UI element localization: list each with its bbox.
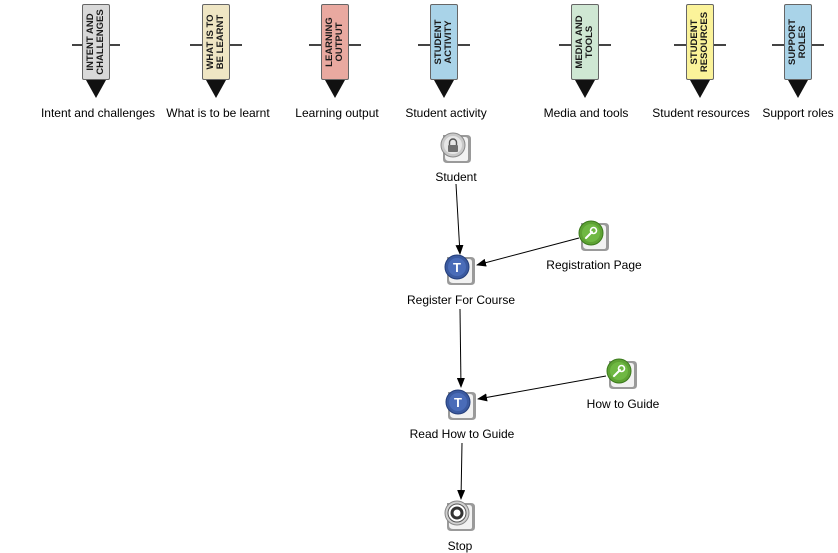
lane-marker[interactable]: WHAT IS TO BE LEARNT xyxy=(202,4,230,80)
lane-label-intent-and-challenges: Intent and challenges xyxy=(40,106,156,120)
lane-intent-and-challenges: INTENT AND CHALLENGES xyxy=(66,0,126,100)
wrench-icon xyxy=(606,358,637,389)
lane-label-support-roles: Support roles xyxy=(762,106,834,120)
node-stop[interactable] xyxy=(443,499,477,533)
lane-media-and-tools: MEDIA AND TOOLS xyxy=(555,0,615,100)
node-label-student: Student xyxy=(435,170,477,184)
lane-marker[interactable]: LEARNING OUTPUT xyxy=(321,4,349,80)
lane-arrow-icon xyxy=(788,80,808,98)
t-icon: T xyxy=(445,389,476,420)
edge-guide-to-read xyxy=(477,375,607,402)
lane-label-learning-output: Learning output xyxy=(295,106,379,120)
node-how-to-guide[interactable] xyxy=(605,357,639,391)
lane-arrow-icon xyxy=(86,80,106,98)
lane-label-what-is-to-be-learnt: What is to be learnt xyxy=(166,106,270,120)
lane-learning-output: LEARNING OUTPUT xyxy=(305,0,365,100)
lane-arrow-icon xyxy=(325,80,345,98)
lane-label-student-activity: Student activity xyxy=(405,106,487,120)
node-read-how-to-guide[interactable]: T xyxy=(444,388,478,422)
lane-support-roles: SUPPORT ROLES xyxy=(768,0,828,100)
node-registration-page[interactable] xyxy=(577,219,611,253)
lane-student-activity: STUDENT ACTIVITY xyxy=(414,0,474,100)
node-label-register-for-course: Register For Course xyxy=(406,293,516,307)
lane-marker[interactable]: STUDENT ACTIVITY xyxy=(430,4,458,80)
node-label-read-how-to-guide: Read How to Guide xyxy=(409,427,515,441)
edge-student-to-register xyxy=(455,183,464,255)
lane-label-media-and-tools: Media and tools xyxy=(543,106,629,120)
node-register-for-course[interactable]: T xyxy=(443,253,477,287)
lane-marker[interactable]: SUPPORT ROLES xyxy=(784,4,812,80)
lane-arrow-icon xyxy=(575,80,595,98)
edge-register-to-read xyxy=(456,308,465,388)
lane-what-is-to-be-learnt: WHAT IS TO BE LEARNT xyxy=(186,0,246,100)
node-label-stop: Stop xyxy=(447,539,473,553)
lane-marker[interactable]: INTENT AND CHALLENGES xyxy=(82,4,110,80)
lane-marker[interactable]: STUDENT RESOURCES xyxy=(686,4,714,80)
edge-registration-to-register xyxy=(476,237,580,267)
lane-label-student-resources: Student resources xyxy=(652,106,750,120)
lane-marker[interactable]: MEDIA AND TOOLS xyxy=(571,4,599,80)
node-label-registration-page: Registration Page xyxy=(546,258,642,272)
wrench-icon xyxy=(578,220,609,251)
node-student[interactable] xyxy=(439,131,473,165)
lane-student-resources: STUDENT RESOURCES xyxy=(670,0,730,100)
lock-person-icon xyxy=(440,132,471,163)
t-icon: T xyxy=(444,254,475,285)
edge-read-to-stop xyxy=(457,442,466,500)
svg-text:T: T xyxy=(454,395,462,410)
svg-text:T: T xyxy=(453,260,461,275)
lane-arrow-icon xyxy=(434,80,454,98)
lane-arrow-icon xyxy=(206,80,226,98)
stop-icon xyxy=(444,500,475,531)
node-label-how-to-guide: How to Guide xyxy=(586,397,660,411)
lane-arrow-icon xyxy=(690,80,710,98)
